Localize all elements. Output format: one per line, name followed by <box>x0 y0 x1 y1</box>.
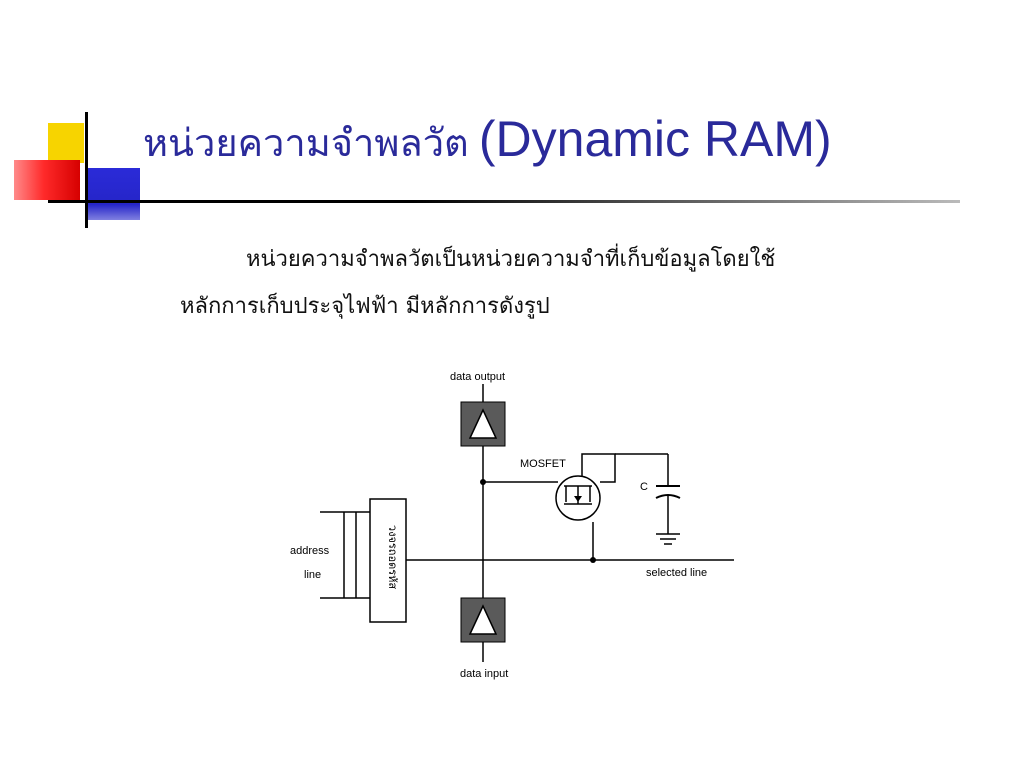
title-thai: หน่วยความจำพลวัต <box>143 121 469 165</box>
slide-title: หน่วยความจำพลวัต (Dynamic RAM) <box>143 110 832 173</box>
mosfet-arrow <box>574 496 582 502</box>
output-buffer-triangle <box>468 408 498 439</box>
input-buffer-triangle <box>468 604 498 635</box>
dram-cell-diagram: data output data input MOSFET C address … <box>290 371 734 680</box>
decor-blue-square <box>86 168 140 220</box>
ground-symbol <box>656 533 680 545</box>
capacitor-symbol <box>655 485 681 499</box>
capacitor-label: C <box>640 481 648 493</box>
decor-yellow-square <box>48 123 84 163</box>
line-label: line <box>304 569 321 581</box>
data-input-label: data input <box>460 668 508 680</box>
decoder-box <box>369 498 407 623</box>
junction-bit-line <box>480 479 486 485</box>
body-text-line-1: หน่วยความจำพลวัตเป็นหน่วยความจำที่เก็บข้… <box>246 247 776 272</box>
decor-red-square <box>14 160 80 200</box>
junction-selected-line <box>590 557 596 563</box>
decor-vertical-line <box>85 112 88 228</box>
decoder-label: วงจรถอดรหัส <box>386 525 398 589</box>
data-output-label: data output <box>450 371 505 383</box>
body-text-line-2: หลักการเก็บประจุไฟฟ้า มีหลักการดังรูป <box>180 294 550 319</box>
selected-line-label: selected line <box>646 567 707 579</box>
title-underline <box>48 200 960 203</box>
mosfet-label: MOSFET <box>520 458 566 470</box>
address-label: address <box>290 545 330 557</box>
title-english: (Dynamic RAM) <box>478 111 832 167</box>
